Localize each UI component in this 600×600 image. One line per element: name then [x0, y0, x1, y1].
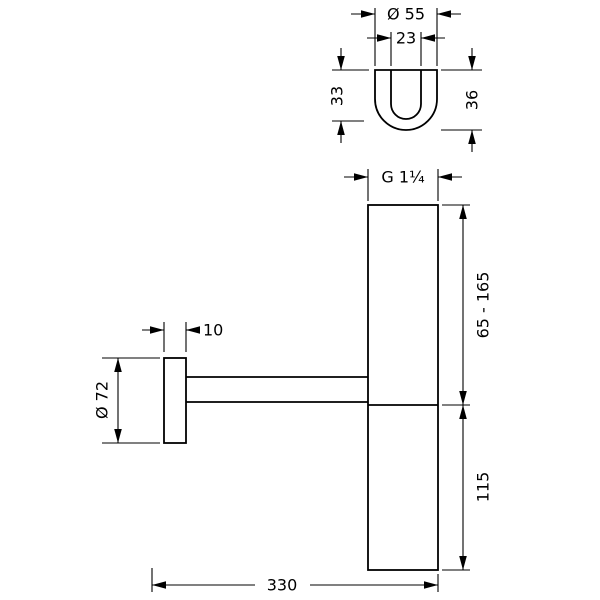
main-view-dimension-lines [102, 169, 470, 592]
bracket-inner-channel [390, 70, 422, 120]
bracket-outline [374, 69, 438, 131]
dimension-labels: Ø 55 23 33 36 G 1¼ 10 Ø 72 65 - 165 115 … [93, 5, 493, 595]
adjustment-range-label: 65 - 165 [474, 272, 493, 339]
vertical-pipe-body [367, 204, 439, 571]
top-view-dimension-lines [332, 8, 482, 152]
bracket-depth-label: 33 [328, 86, 347, 106]
horizontal-reach-label: 330 [267, 576, 298, 595]
lower-height-label: 115 [474, 472, 493, 503]
top-view-bracket [374, 69, 438, 131]
outer-diameter-label: Ø 55 [387, 5, 425, 24]
bracket-height-label: 36 [463, 90, 482, 110]
thread-size-label: G 1¼ [381, 168, 424, 187]
inner-width-label: 23 [396, 29, 416, 48]
flange-thickness-label: 10 [203, 321, 223, 340]
flange-diameter-label: Ø 72 [93, 381, 112, 419]
wall-flange [163, 357, 187, 444]
main-view-siphon [163, 204, 439, 571]
